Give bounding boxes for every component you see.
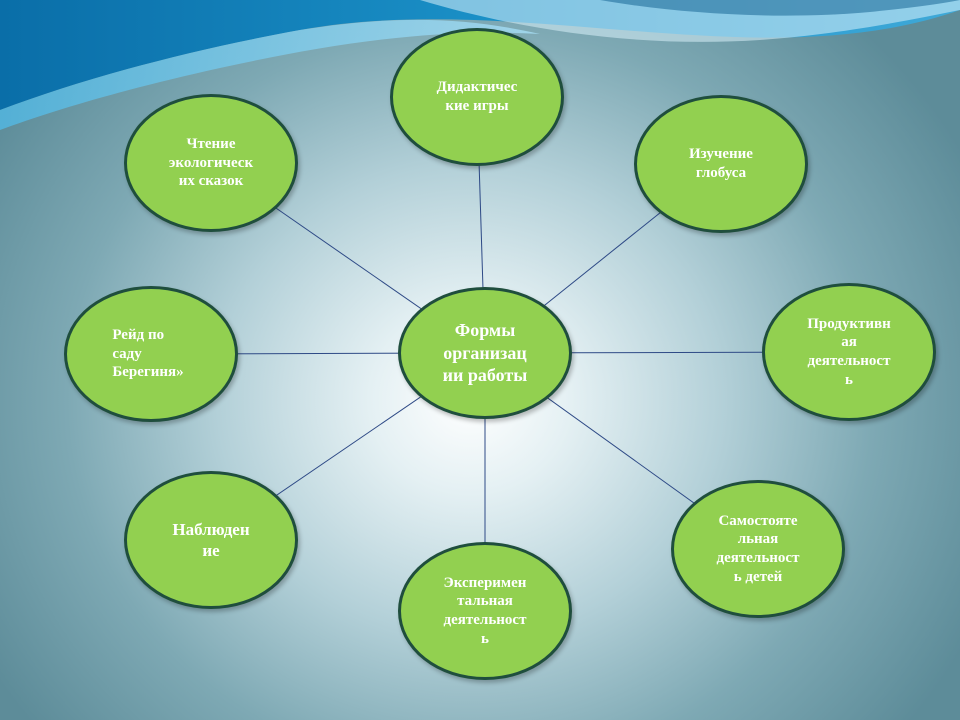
node-label: Продуктивн ая деятельност ь [807,315,891,388]
center-node-forms-of-work: Формы организац ии работы [398,287,572,419]
node-label: Дидактичес кие игры [436,79,518,114]
node-globe-study: Изучение глобуса [634,95,808,233]
center-node-label: Формы организац ии работы [442,320,528,386]
node-label: Чтение экологическ их сказок [168,135,254,190]
node-label: Самостояте льная деятельност ь детей [716,512,800,585]
node-garden-raid: Рейд по саду Берегиня» [64,286,238,422]
node-label: Изучение глобуса [689,146,753,181]
node-eco-tales-reading: Чтение экологическ их сказок [124,94,298,232]
node-label: Эксперимен тальная деятельност ь [443,574,527,647]
node-experimental-activity: Эксперимен тальная деятельност ь [398,542,572,680]
node-independent-activity: Самостояте льная деятельност ь детей [671,480,845,618]
node-label: Рейд по саду Берегиня» [112,326,184,381]
node-productive-activity: Продуктивн ая деятельност ь [762,283,936,421]
node-label: Наблюден ие [172,519,250,560]
decorative-wave [0,0,960,131]
node-didactic-games: Дидактичес кие игры [390,28,564,166]
node-observation: Наблюден ие [124,471,298,609]
